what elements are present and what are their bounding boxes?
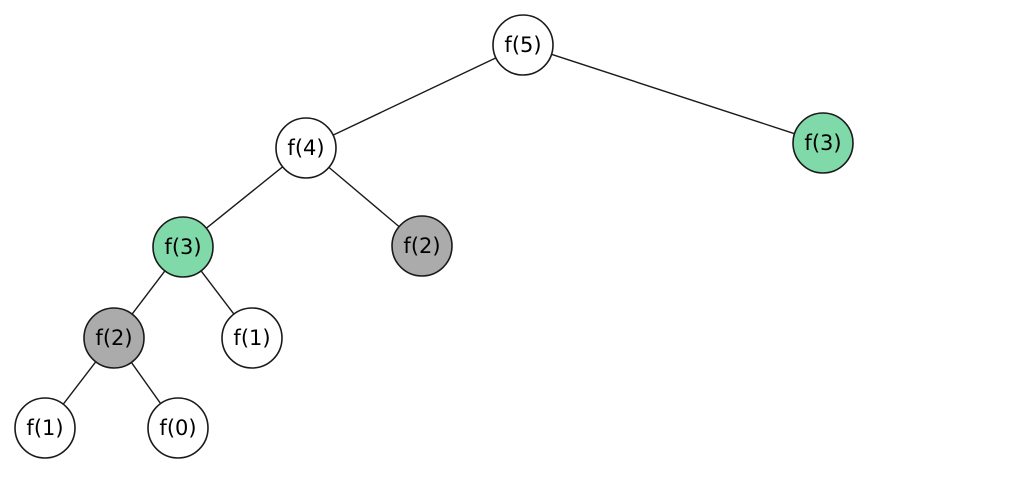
node-circle-white[interactable]	[275, 117, 337, 179]
tree-node[interactable]: f(0)	[147, 397, 209, 459]
tree-node[interactable]: f(2)	[391, 215, 453, 277]
tree-edge	[200, 270, 235, 315]
node-circle-gray[interactable]	[391, 215, 453, 277]
tree-edge	[551, 53, 795, 135]
tree-node[interactable]: f(2)	[83, 307, 145, 369]
tree-edge	[328, 166, 400, 228]
tree-edge	[205, 166, 284, 229]
node-circle-white[interactable]	[14, 397, 76, 459]
node-circle-green[interactable]	[792, 112, 854, 174]
tree-node[interactable]: f(3)	[792, 112, 854, 174]
tree-edge	[62, 361, 97, 405]
tree-edge	[332, 57, 497, 136]
node-circle-white[interactable]	[221, 307, 283, 369]
tree-edge	[131, 270, 166, 315]
edge-layer	[62, 53, 795, 405]
node-circle-green[interactable]	[152, 216, 214, 278]
node-circle-white[interactable]	[147, 397, 209, 459]
node-circle-white[interactable]	[492, 14, 554, 76]
tree-node[interactable]: f(1)	[221, 307, 283, 369]
tree-node[interactable]: f(1)	[14, 397, 76, 459]
tree-edge	[130, 362, 162, 404]
tree-node[interactable]: f(5)	[492, 14, 554, 76]
tree-node[interactable]: f(4)	[275, 117, 337, 179]
node-layer: f(5)f(4)f(3)f(3)f(2)f(2)f(1)f(1)f(0)	[14, 14, 854, 459]
tree-node[interactable]: f(3)	[152, 216, 214, 278]
node-circle-gray[interactable]	[83, 307, 145, 369]
